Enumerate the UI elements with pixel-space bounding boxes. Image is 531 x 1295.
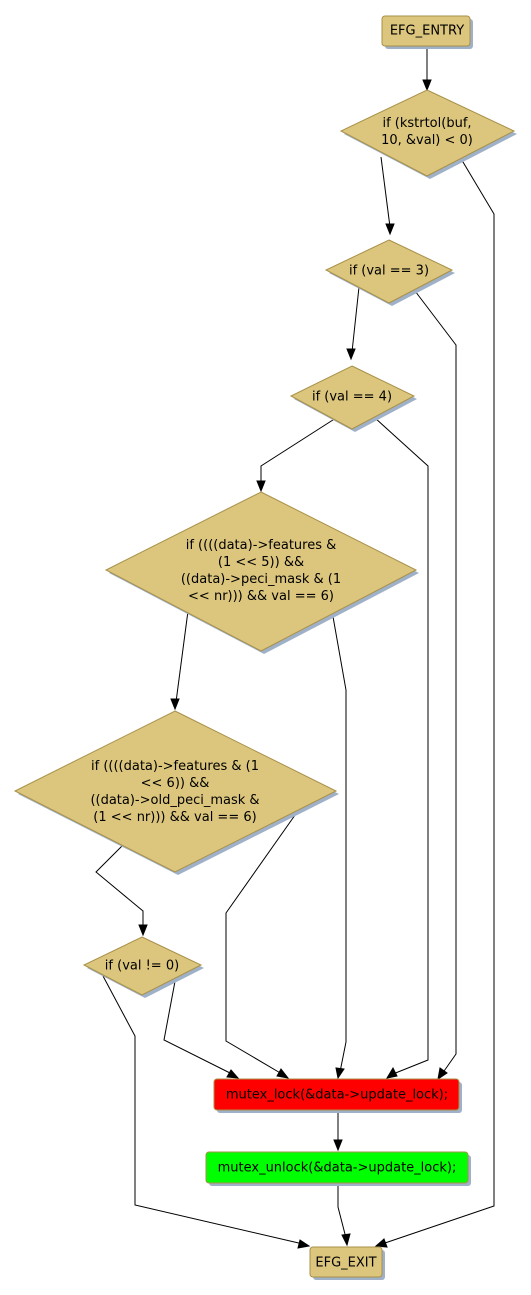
node-label: if (val == 4) bbox=[312, 390, 392, 405]
node-label-line: << nr))) && val == 6) bbox=[188, 589, 334, 604]
edge-val4-to-features5 bbox=[260, 417, 337, 485]
arrowhead bbox=[385, 223, 395, 236]
arrowhead bbox=[335, 1067, 345, 1080]
node-cond-val3: if (val == 3) bbox=[324, 239, 455, 306]
arrowhead bbox=[170, 698, 180, 711]
edge-val-ne0-to-exit bbox=[102, 975, 304, 1245]
node-label-line: EFG_ENTRY bbox=[390, 24, 464, 39]
node-label-line: << 6)) && bbox=[141, 776, 210, 791]
edge-features5-to-mutex-lock bbox=[331, 610, 347, 1073]
node-diamond bbox=[13, 710, 338, 873]
arrowhead bbox=[341, 1233, 351, 1247]
node-label: if ((((data)->features & (1 << 6)) && ((da… bbox=[90, 759, 259, 825]
edge-kstrtol-to-exit bbox=[381, 156, 495, 1245]
edge-features6-to-val-ne0 bbox=[95, 845, 144, 929]
node-label: if (val != 0) bbox=[105, 959, 179, 974]
node-mutex-lock: mutex_lock(&data->update_lock); bbox=[213, 1078, 462, 1113]
node-cond-features6: if ((((data)->features & (1 << 6)) && ((da… bbox=[13, 710, 339, 875]
edge-val-ne0-to-mutex-lock bbox=[163, 975, 233, 1075]
arrowhead bbox=[374, 1238, 388, 1248]
node-label-line: mutex_lock(&data->update_lock); bbox=[226, 1088, 448, 1103]
node-box bbox=[205, 1151, 469, 1184]
edge-val3-to-val4 bbox=[351, 286, 360, 353]
arrowhead bbox=[437, 1067, 448, 1081]
node-label-line: if (kstrtol(buf, bbox=[382, 116, 471, 131]
edge-val4-to-mutex-lock bbox=[374, 417, 429, 1075]
node-label-line: ((data)->old_peci_mask & bbox=[90, 793, 259, 808]
edge-val3-to-mutex-lock bbox=[411, 286, 457, 1075]
node-label-line: if ((((data)->features & bbox=[186, 538, 337, 553]
arrowhead bbox=[297, 1239, 311, 1249]
edge-kstrtol-to-val3 bbox=[380, 156, 391, 228]
node-diamond bbox=[339, 89, 516, 177]
node-label-line: (1 << nr))) && val == 6) bbox=[93, 810, 256, 825]
edge-features5-to-features6 bbox=[175, 610, 189, 703]
node-cond-features5: if ((((data)->features & (1 << 5)) && ((da… bbox=[104, 491, 419, 654]
node-diamond bbox=[324, 239, 454, 304]
node-label-line: if ((((data)->features & (1 bbox=[91, 759, 259, 774]
node-label-line: EFG_EXIT bbox=[315, 1256, 376, 1271]
arrowhead bbox=[276, 1068, 290, 1079]
node-label: mutex_lock(&data->update_lock); bbox=[226, 1088, 448, 1103]
node-label-line: (1 << 5)) && bbox=[218, 555, 304, 570]
edge-unlock-to-exit bbox=[337, 1183, 347, 1239]
node-label-line: if (val == 3) bbox=[349, 264, 429, 279]
edge-features6-to-mutex-lock bbox=[225, 807, 301, 1075]
node-efg-exit: EFG_EXIT bbox=[309, 1246, 385, 1280]
arrowhead bbox=[138, 924, 148, 937]
edges bbox=[95, 46, 495, 1249]
node-box bbox=[213, 1078, 460, 1111]
node-label: mutex_unlock(&data->update_lock); bbox=[218, 1161, 457, 1176]
arrowhead bbox=[422, 79, 432, 92]
node-box bbox=[381, 15, 471, 47]
node-box bbox=[309, 1246, 383, 1278]
arrowhead bbox=[256, 480, 266, 493]
arrowhead bbox=[226, 1069, 240, 1079]
arrowhead bbox=[333, 1139, 343, 1152]
node-efg-entry: EFG_ENTRY bbox=[381, 15, 473, 49]
node-label: if (val == 3) bbox=[349, 264, 429, 279]
node-cond-val-ne0: if (val != 0) bbox=[82, 936, 204, 998]
node-label-line: 10, &val) < 0) bbox=[381, 133, 473, 148]
node-mutex-unlock: mutex_unlock(&data->update_lock); bbox=[205, 1151, 471, 1186]
node-diamond bbox=[82, 936, 203, 996]
node-label-line: if (val == 4) bbox=[312, 390, 392, 405]
arrowhead bbox=[385, 1066, 398, 1079]
node-label-line: if (val != 0) bbox=[105, 959, 179, 974]
node-label-line: mutex_unlock(&data->update_lock); bbox=[218, 1161, 457, 1176]
node-label: if (kstrtol(buf, 10, &val) < 0) bbox=[381, 116, 473, 148]
arrowhead bbox=[346, 348, 356, 361]
node-diamond bbox=[289, 365, 416, 430]
node-diamond bbox=[104, 491, 418, 652]
node-label: EFG_ENTRY bbox=[390, 24, 464, 39]
node-cond-kstrtol: if (kstrtol(buf, 10, &val) < 0) bbox=[339, 89, 517, 179]
node-label: EFG_EXIT bbox=[315, 1256, 376, 1271]
node-label-line: ((data)->peci_mask & (1 bbox=[181, 572, 341, 587]
node-label: if ((((data)->features & (1 << 5)) && ((da… bbox=[181, 538, 341, 604]
node-cond-val4: if (val == 4) bbox=[289, 365, 417, 432]
